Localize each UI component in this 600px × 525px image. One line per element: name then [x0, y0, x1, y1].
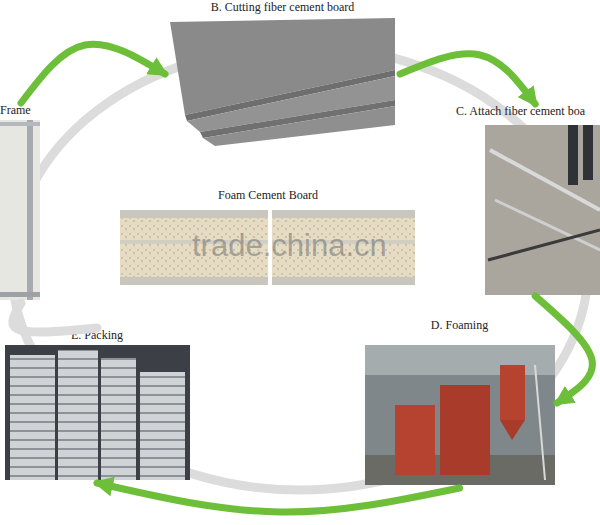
flow-arrow — [97, 483, 460, 512]
panel-stack — [101, 358, 136, 480]
step-heading: Frame — [0, 103, 42, 117]
process-step: B. Cutting fiber cement board — [165, 0, 400, 148]
packing-photo — [5, 345, 190, 480]
metal-frame — [488, 230, 600, 260]
board-layer — [120, 277, 268, 285]
step-heading: E. Packing — [2, 328, 192, 342]
panel-stack — [10, 355, 55, 480]
step-heading: C. Attach fiber cement boa — [456, 104, 600, 118]
board-slab — [203, 106, 395, 146]
factory-roof — [365, 345, 555, 375]
step-heading: Foam Cement Board — [118, 188, 418, 202]
factory-photo — [365, 345, 555, 485]
worker-leg — [568, 125, 578, 185]
frame-bar — [0, 292, 40, 297]
frame-bar — [27, 120, 33, 300]
silo — [500, 365, 525, 420]
panel-stack — [58, 350, 98, 480]
flow-arrow — [13, 303, 97, 332]
flow-arrow — [535, 296, 592, 403]
attach-photo — [485, 125, 600, 295]
foaming-machine — [440, 385, 490, 475]
flow-arrow — [21, 44, 165, 103]
metal-frame — [495, 200, 600, 250]
foaming-machine — [395, 405, 435, 475]
frame-photo — [0, 120, 40, 300]
ladder — [535, 365, 545, 480]
board-layer — [272, 277, 415, 285]
process-step: C. Attach fiber cement boa — [456, 104, 600, 296]
step-heading: D. Foaming — [362, 318, 557, 332]
process-step: E. Packing — [2, 328, 192, 483]
flow-arrow — [400, 54, 535, 104]
watermark: trade.china.cn — [192, 228, 387, 264]
process-step: D. Foaming — [362, 318, 557, 488]
frame-bar — [0, 122, 40, 126]
process-step: Frame — [0, 103, 42, 303]
board-layer — [120, 210, 268, 218]
silo — [500, 420, 525, 440]
panel-stack — [140, 372, 185, 480]
step-heading: B. Cutting fiber cement board — [165, 0, 400, 14]
worker-leg — [583, 125, 593, 180]
board-layer — [272, 210, 415, 218]
